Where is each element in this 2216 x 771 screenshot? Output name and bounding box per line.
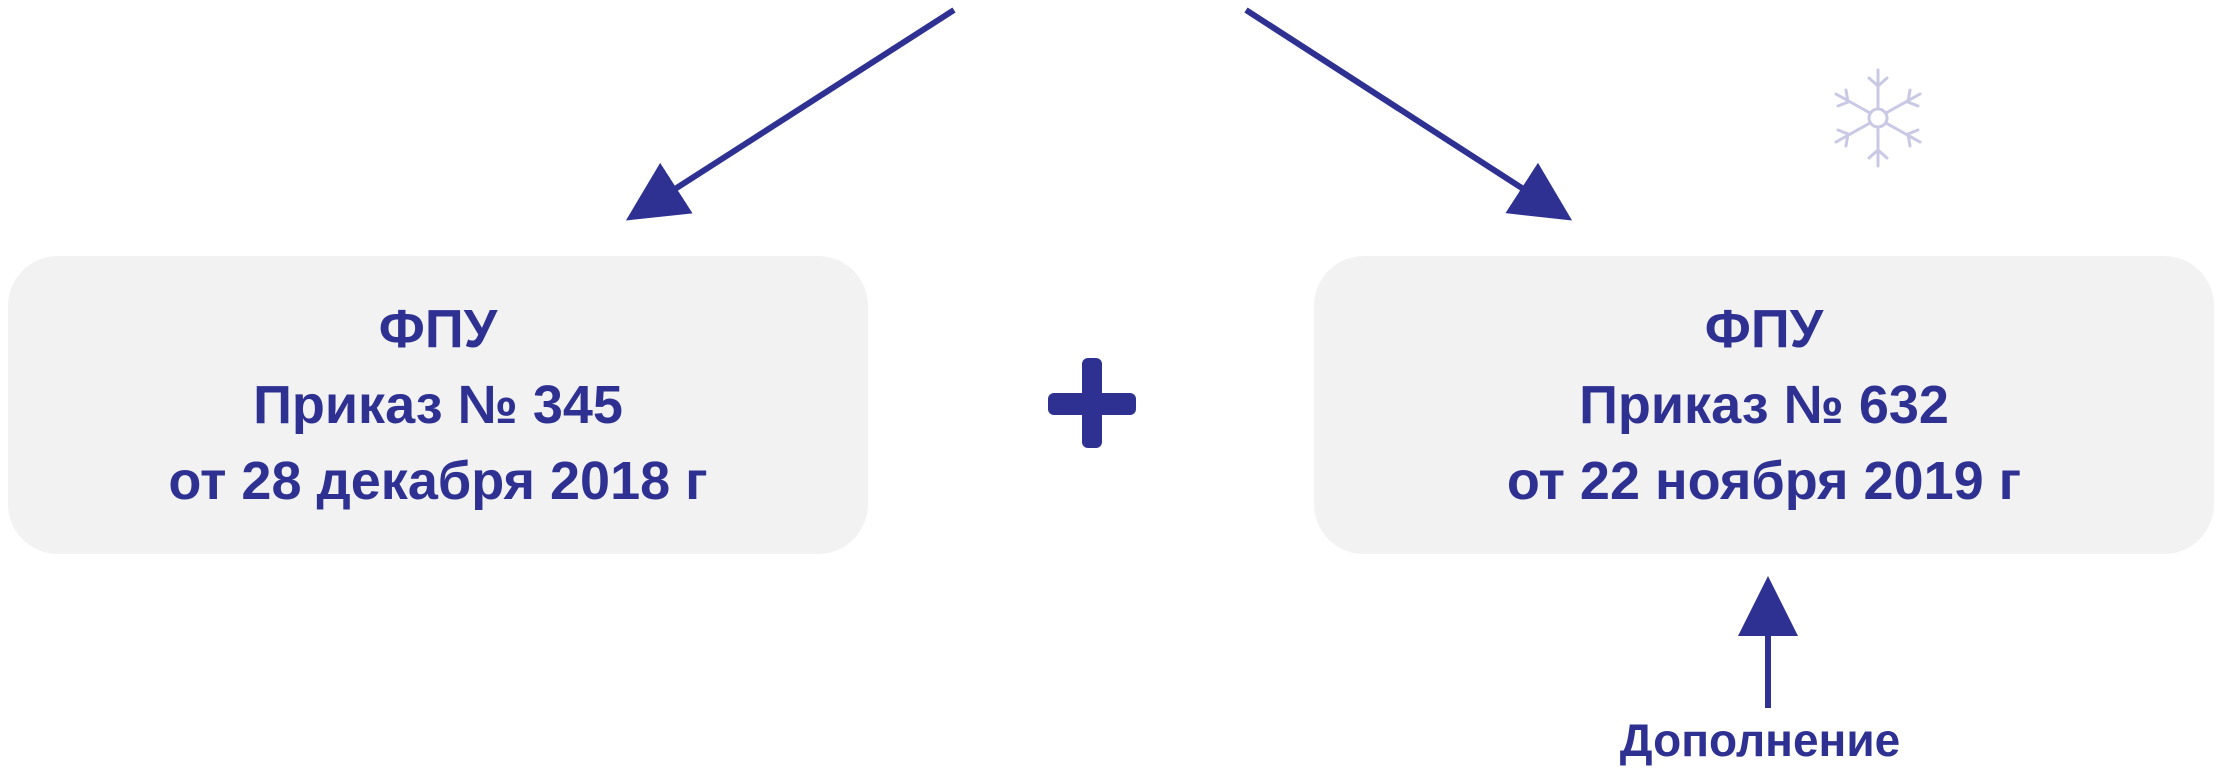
plus-icon <box>1048 358 1136 448</box>
box-order-number: Приказ № 345 <box>253 375 623 435</box>
order-box-left: ФПУ Приказ № 345 от 28 декабря 2018 г <box>8 256 868 554</box>
order-box-right: ФПУ Приказ № 632 от 22 ноября 2019 г <box>1314 256 2214 554</box>
box-order-number: Приказ № 632 <box>1579 375 1949 435</box>
box-title: ФПУ <box>1704 299 1824 359</box>
box-order-date: от 22 ноября 2019 г <box>1506 451 2022 511</box>
box-order-date: от 28 декабря 2018 г <box>168 451 708 511</box>
arrow-to-right-box <box>1244 7 1573 221</box>
supplement-label: Дополнение <box>1619 714 1901 766</box>
arrow-to-left-box <box>625 7 956 221</box>
box-title: ФПУ <box>378 299 498 359</box>
snowflake-icon <box>1834 68 1922 168</box>
